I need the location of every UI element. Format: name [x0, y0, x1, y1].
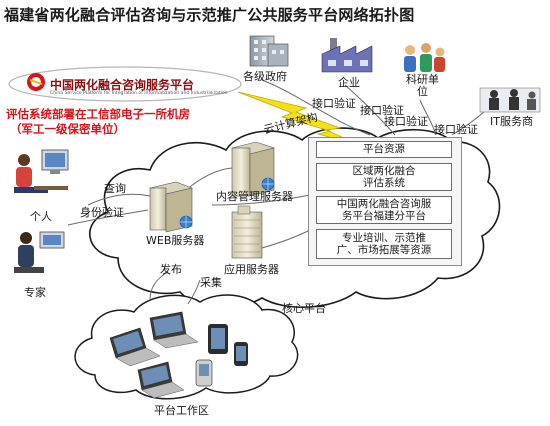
laptop-icon-1	[109, 327, 161, 367]
expert-icon	[14, 231, 65, 273]
government-label: 各级政府	[243, 70, 287, 83]
resource-fujian-subplatform: 中国两化融合咨询服 务平台福建分平台	[316, 196, 452, 224]
interface-label-4: 接口验证	[434, 123, 478, 136]
core-platform-label: 核心平台	[282, 302, 326, 315]
research-people-icon	[404, 43, 445, 72]
expert-label: 专家	[24, 286, 46, 299]
logo-name-cn: 中国两化融合咨询服务平台	[50, 78, 195, 92]
web-server-icon	[148, 181, 194, 233]
pda-icon	[195, 359, 213, 387]
it-provider-label: IT服务商	[490, 115, 533, 128]
tablet-icon	[208, 324, 228, 354]
content-server-icon	[230, 141, 276, 197]
logo-ellipse	[8, 66, 242, 102]
government-building-icon	[249, 35, 289, 67]
individual-label: 个人	[30, 210, 52, 223]
workspace-label: 平台工作区	[154, 404, 209, 417]
individual-user-icon	[14, 149, 69, 193]
it-provider-icon	[479, 87, 541, 113]
deployment-note-line2: （军工一级保密单位）	[10, 122, 125, 136]
enterprise-factory-icon	[321, 38, 373, 73]
laptop-icon-3	[137, 361, 185, 399]
diagram-title: 福建省两化融合评估咨询与示范推广公共服务平台网络拓扑图	[4, 6, 415, 24]
phone-icon	[234, 342, 248, 366]
logo-mark-icon	[27, 73, 45, 91]
interface-label-2: 接口验证	[360, 104, 404, 117]
deployment-note-line1: 评估系统部署在工信部电子一所机房	[6, 107, 190, 121]
web-server-label: WEB服务器	[146, 234, 205, 247]
enterprise-label: 企业	[338, 76, 360, 89]
interface-label-1: 接口验证	[312, 97, 356, 110]
app-server-icon	[231, 205, 263, 259]
interface-label-3: 接口验证	[384, 115, 428, 128]
content-server-label: 内容管理服务器	[216, 190, 293, 203]
workspace-cloud	[74, 294, 299, 400]
publish-label: 发布	[160, 263, 182, 276]
research-label: 科研单 位	[406, 73, 439, 98]
resource-header: 平台资源	[316, 141, 452, 158]
logo-name-en: China Service Platform for Integration o…	[50, 91, 228, 96]
resource-evaluation-system: 区域两化融合 评估系统	[316, 163, 452, 191]
resource-training-promotion: 专业培训、示范推 广、市场拓展等资源	[316, 229, 452, 259]
laptop-icon-2	[149, 311, 199, 349]
query-label: 查询	[104, 182, 126, 195]
auth-label: 身份验证	[80, 206, 124, 219]
app-server-label: 应用服务器	[224, 263, 279, 276]
collect-label: 采集	[200, 276, 222, 289]
